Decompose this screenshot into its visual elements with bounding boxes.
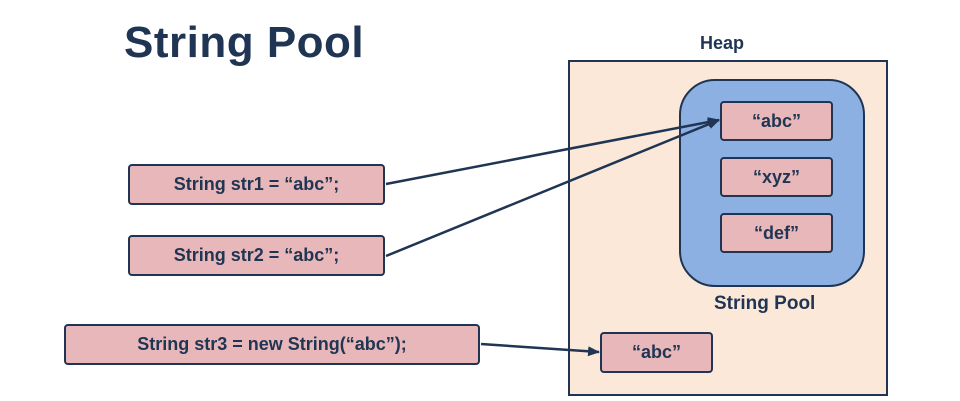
arrow-str2-to-pool-abc xyxy=(385,118,720,258)
page-title: String Pool xyxy=(124,18,365,67)
heap-object-abc: “abc” xyxy=(600,332,713,373)
arrow-str3-to-heap-abc xyxy=(480,342,600,357)
pool-item-xyz: “xyz” xyxy=(720,157,833,197)
heap-label: Heap xyxy=(700,33,745,53)
pool-item-def: “def” xyxy=(720,213,833,253)
pool-item-abc: “abc” xyxy=(720,101,833,141)
arrow-str1-to-pool-abc xyxy=(385,117,720,186)
statement-str2: String str2 = “abc”; xyxy=(128,235,385,276)
statement-str1: String str1 = “abc”; xyxy=(128,164,385,205)
statement-str3: String str3 = new String(“abc”); xyxy=(64,324,480,365)
string-pool-label: String Pool xyxy=(714,293,816,314)
